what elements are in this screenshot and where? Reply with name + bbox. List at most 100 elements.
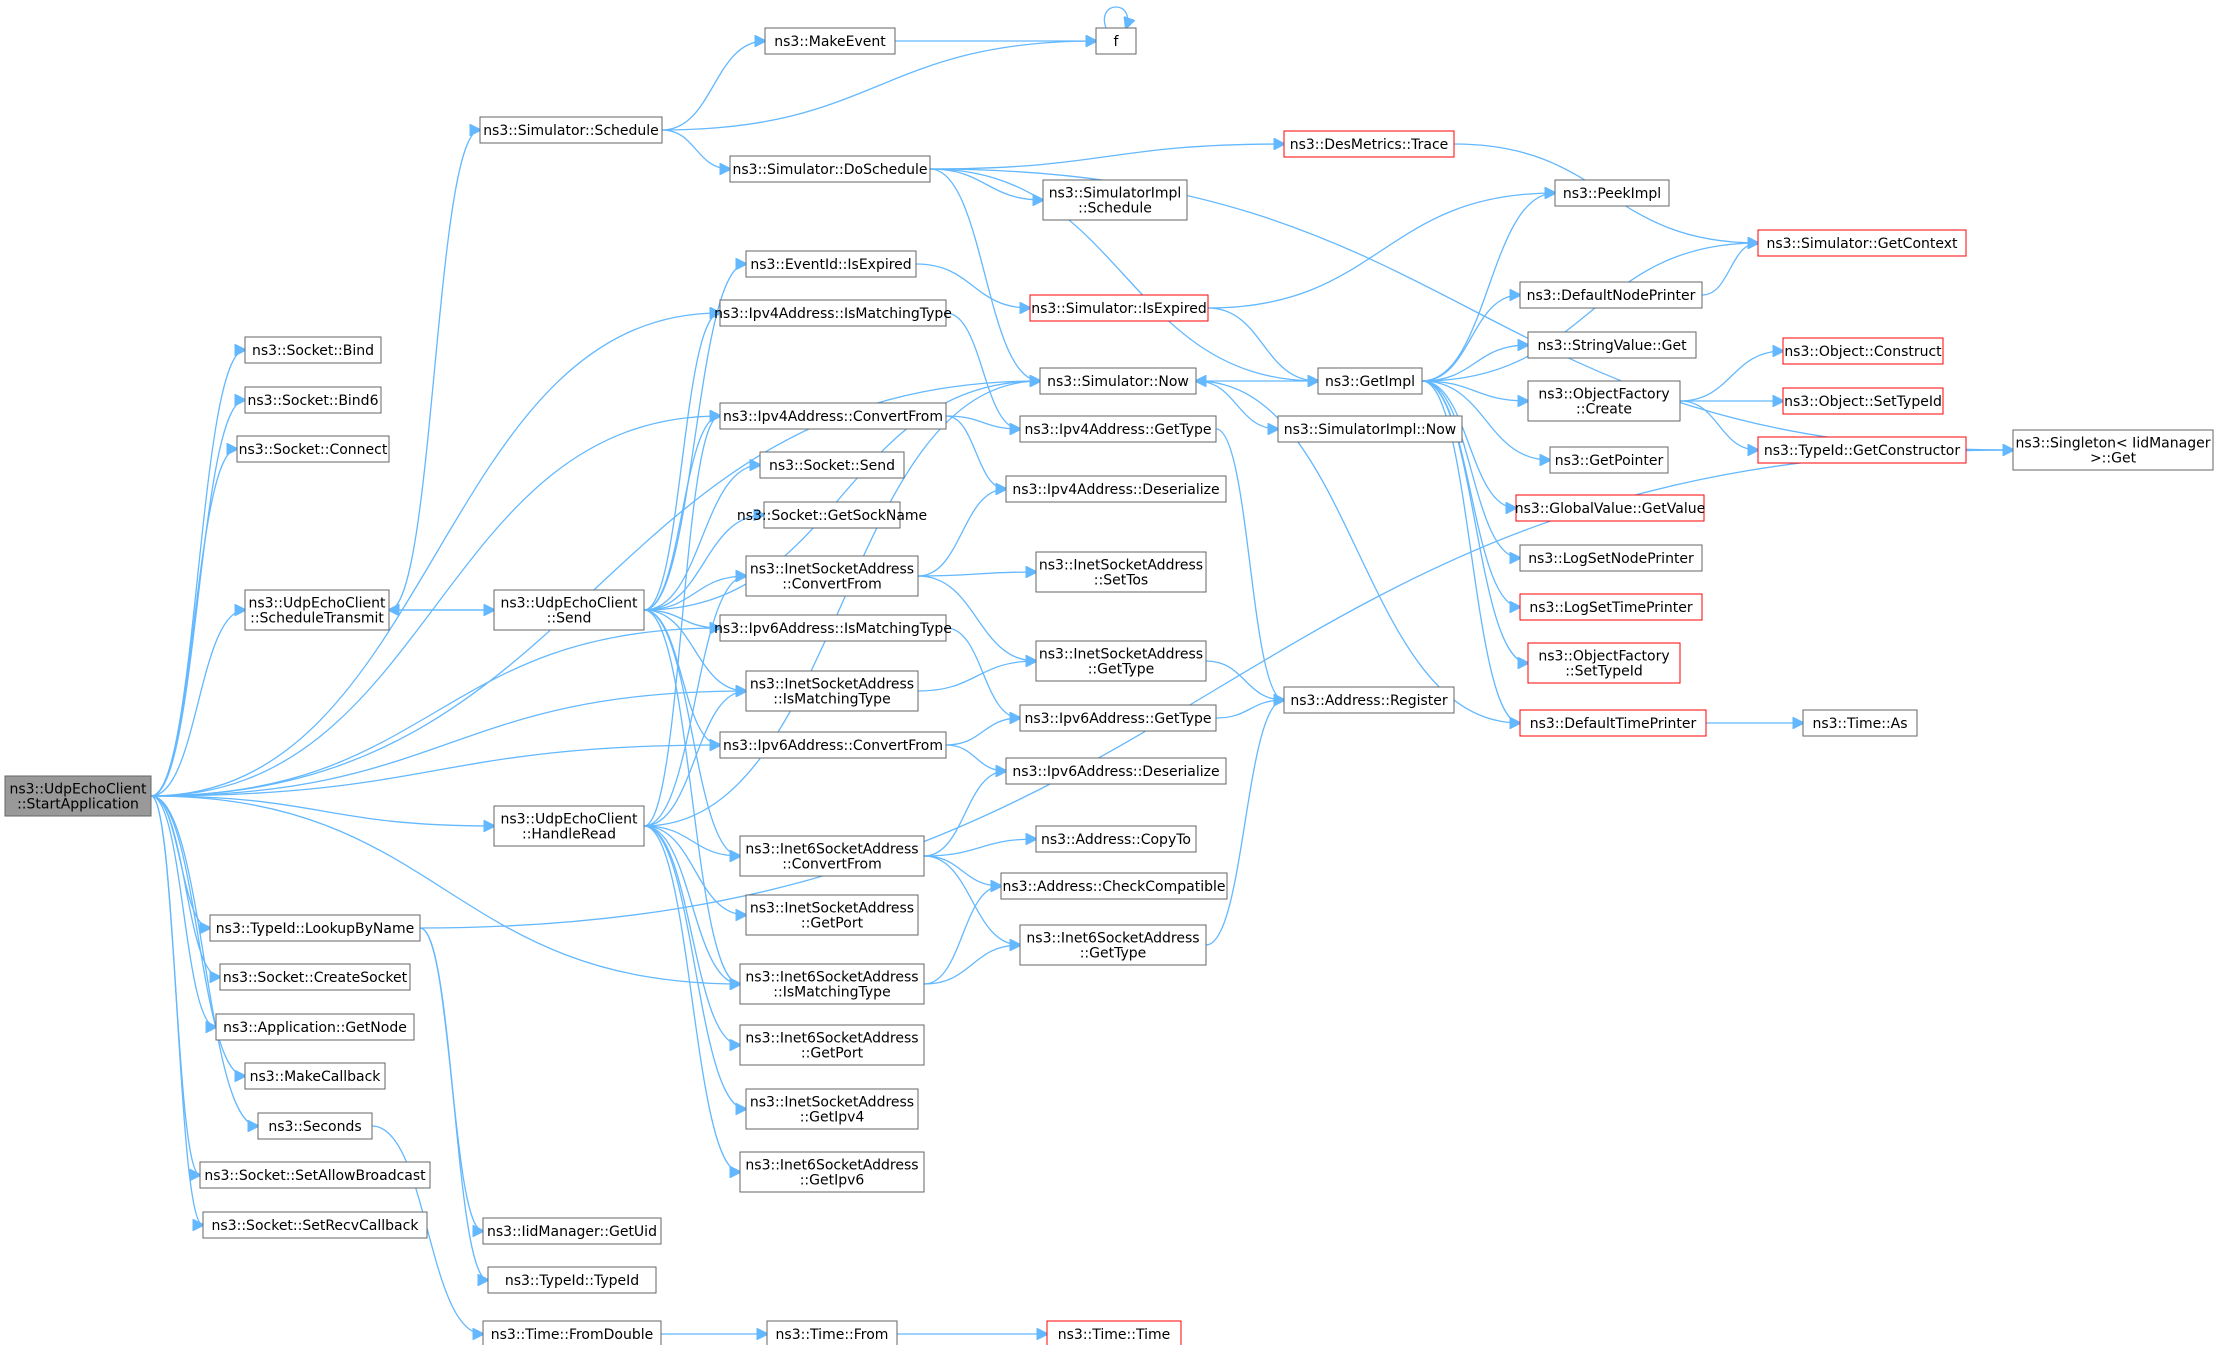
call-edge-getimpl-to-deftimeprinter	[1421, 380, 1520, 723]
node-inet6conv[interactable]: ns3::Inet6SocketAddress::ConvertFrom	[739, 835, 925, 877]
node-isexpired[interactable]: ns3::EventId::IsExpired	[745, 250, 917, 278]
node-schedtx[interactable]: ns3::UdpEchoClient::ScheduleTransmit	[244, 589, 390, 631]
node-desmetrics[interactable]: ns3::DesMetrics::Trace	[1283, 130, 1455, 158]
node-getimpl[interactable]: ns3::GetImpl	[1317, 367, 1423, 395]
node-f[interactable]: f	[1095, 27, 1137, 55]
node-inet6getipv6[interactable]: ns3::Inet6SocketAddress::GetIpv6	[739, 1151, 925, 1193]
node-label: ::ScheduleTransmit	[250, 611, 384, 627]
node-label: ns3::Socket::SetRecvCallback	[212, 1218, 420, 1234]
call-edge-objfactcreate-to-getctor	[1679, 400, 1758, 450]
node-label: ns3::InetSocketAddress	[750, 677, 914, 693]
node-singleton[interactable]: ns3::Singleton< IidManager >::Get	[2012, 429, 2214, 471]
node-getctor[interactable]: ns3::TypeId::GetConstructor	[1757, 436, 1967, 464]
node-box	[236, 435, 390, 463]
node-timetime[interactable]: ns3::Time::Time	[1046, 1320, 1182, 1345]
node-ipv4conv[interactable]: ns3::Ipv4Address::ConvertFrom	[719, 402, 947, 430]
node-logsettime[interactable]: ns3::LogSetTimePrinter	[1519, 593, 1703, 621]
node-label: ::GetType	[1080, 946, 1147, 962]
node-getnode[interactable]: ns3::Application::GetNode	[215, 1013, 415, 1041]
node-box	[1519, 709, 1707, 737]
node-stringget[interactable]: ns3::StringValue::Get	[1527, 331, 1697, 359]
node-ipv6conv[interactable]: ns3::Ipv6Address::ConvertFrom	[719, 731, 947, 759]
node-label: ns3::Simulator::DoSchedule	[733, 162, 928, 178]
call-edge-start-to-connect	[150, 449, 237, 797]
node-objconstruct[interactable]: ns3::Object::Construct	[1782, 337, 1944, 365]
node-box	[493, 589, 645, 631]
node-timefrom[interactable]: ns3::Time::From	[766, 1320, 898, 1345]
node-inetmatch[interactable]: ns3::InetSocketAddress::IsMatchingType	[745, 670, 919, 712]
call-edge-start-to-getnode	[150, 795, 216, 1027]
node-inetconv[interactable]: ns3::InetSocketAddress::ConvertFrom	[745, 555, 919, 597]
node-simnow[interactable]: ns3::Simulator::Now	[1039, 367, 1197, 395]
node-simisexpired[interactable]: ns3::Simulator::IsExpired	[1029, 294, 1209, 322]
node-box	[244, 386, 382, 414]
node-schedule[interactable]: ns3::Simulator::Schedule	[479, 116, 663, 144]
node-getpointer[interactable]: ns3::GetPointer	[1549, 446, 1669, 474]
node-defnodeprinter[interactable]: ns3::DefaultNodePrinter	[1519, 281, 1703, 309]
call-edge-inet6conv-to-inet6gettype	[923, 855, 1020, 945]
node-box	[1035, 640, 1207, 682]
node-inet6getport[interactable]: ns3::Inet6SocketAddress::GetPort	[739, 1024, 925, 1066]
node-makecb[interactable]: ns3::MakeCallback	[244, 1062, 386, 1090]
node-peekimpl[interactable]: ns3::PeekImpl	[1554, 179, 1670, 207]
call-edge-simisexpired-to-getimpl	[1207, 307, 1318, 381]
node-inetgettype[interactable]: ns3::InetSocketAddress::GetType	[1035, 640, 1207, 682]
node-connect[interactable]: ns3::Socket::Connect	[236, 435, 390, 463]
node-handleread[interactable]: ns3::UdpEchoClient::HandleRead	[493, 805, 645, 847]
node-objfactsettype[interactable]: ns3::ObjectFactory::SetTypeId	[1527, 642, 1681, 684]
node-ipv4deser[interactable]: ns3::Ipv4Address::Deserialize	[1005, 475, 1227, 503]
node-inet6match[interactable]: ns3::Inet6SocketAddress::IsMatchingType	[739, 963, 925, 1005]
node-deftimeprinter[interactable]: ns3::DefaultTimePrinter	[1519, 709, 1707, 737]
node-createsock[interactable]: ns3::Socket::CreateSocket	[219, 963, 411, 991]
node-box	[1005, 475, 1227, 503]
node-fromdouble[interactable]: ns3::Time::FromDouble	[482, 1320, 662, 1345]
node-register[interactable]: ns3::Address::Register	[1283, 686, 1455, 714]
node-ipv4gettype[interactable]: ns3::Ipv4Address::GetType	[1019, 415, 1217, 443]
node-allowbc[interactable]: ns3::Socket::SetAllowBroadcast	[199, 1161, 431, 1189]
call-edge-inetconv-to-inetgettype	[917, 575, 1036, 661]
node-seconds[interactable]: ns3::Seconds	[257, 1112, 373, 1140]
node-lookup[interactable]: ns3::TypeId::LookupByName	[209, 914, 421, 942]
node-getcontext[interactable]: ns3::Simulator::GetContext	[1757, 229, 1967, 257]
node-label: ns3::UdpEchoClient	[248, 596, 386, 612]
call-edge-schedule-to-doschedule	[661, 129, 730, 169]
node-bind6[interactable]: ns3::Socket::Bind6	[244, 386, 382, 414]
node-inet6gettype[interactable]: ns3::Inet6SocketAddress::GetType	[1019, 924, 1207, 966]
node-inetgetport[interactable]: ns3::InetSocketAddress::GetPort	[745, 894, 919, 936]
node-checkcompat[interactable]: ns3::Address::CheckCompatible	[1000, 872, 1228, 900]
node-getsockname[interactable]: ns3::Socket::GetSockName	[737, 501, 927, 529]
node-typeidctor[interactable]: ns3::TypeId::TypeId	[487, 1266, 657, 1294]
node-label: ::HandleRead	[522, 827, 616, 843]
node-objsettypeid[interactable]: ns3::Object::SetTypeId	[1782, 387, 1944, 415]
node-inetgetipv4[interactable]: ns3::InetSocketAddress::GetIpv4	[745, 1088, 919, 1130]
node-box	[745, 555, 919, 597]
node-box	[1519, 281, 1703, 309]
node-socksend[interactable]: ns3::Socket::Send	[759, 451, 905, 479]
node-ipv6deser[interactable]: ns3::Ipv6Address::Deserialize	[1005, 757, 1227, 785]
node-bind[interactable]: ns3::Socket::Bind	[244, 336, 382, 364]
node-simimplnow[interactable]: ns3::SimulatorImpl::Now	[1277, 415, 1463, 443]
node-makeevent[interactable]: ns3::MakeEvent	[764, 27, 896, 55]
node-start[interactable]: ns3::UdpEchoClient::StartApplication	[4, 775, 152, 817]
node-objfactcreate[interactable]: ns3::ObjectFactory::Create	[1527, 380, 1681, 422]
node-copyto[interactable]: ns3::Address::CopyTo	[1035, 825, 1197, 853]
node-timeas[interactable]: ns3::Time::As	[1802, 709, 1918, 737]
node-doschedule[interactable]: ns3::Simulator::DoSchedule	[729, 155, 931, 183]
node-box	[1095, 27, 1137, 55]
node-send[interactable]: ns3::UdpEchoClient::Send	[493, 589, 645, 631]
node-logsetnode[interactable]: ns3::LogSetNodePrinter	[1519, 544, 1703, 572]
node-label: ::SetTos	[1094, 573, 1148, 589]
node-ipv4match[interactable]: ns3::Ipv4Address::IsMatchingType	[714, 299, 952, 327]
node-recvcb[interactable]: ns3::Socket::SetRecvCallback	[202, 1211, 428, 1239]
node-inetsettos[interactable]: ns3::InetSocketAddress::SetTos	[1035, 551, 1207, 593]
node-simimplsched[interactable]: ns3::SimulatorImpl::Schedule	[1042, 179, 1188, 221]
node-ipv6gettype[interactable]: ns3::Ipv6Address::GetType	[1019, 704, 1217, 732]
node-label: ns3::GetPointer	[1555, 453, 1664, 469]
node-box	[719, 299, 947, 327]
node-getuid[interactable]: ns3::IidManager::GetUid	[482, 1217, 662, 1245]
node-label: ns3::Ipv6Address::IsMatchingType	[714, 621, 952, 637]
node-label: ns3::Time::FromDouble	[491, 1327, 654, 1343]
call-edge-send-to-ipv4conv	[643, 416, 720, 611]
node-ipv6match[interactable]: ns3::Ipv6Address::IsMatchingType	[714, 614, 952, 642]
node-globalget[interactable]: ns3::GlobalValue::GetValue	[1515, 494, 1705, 522]
